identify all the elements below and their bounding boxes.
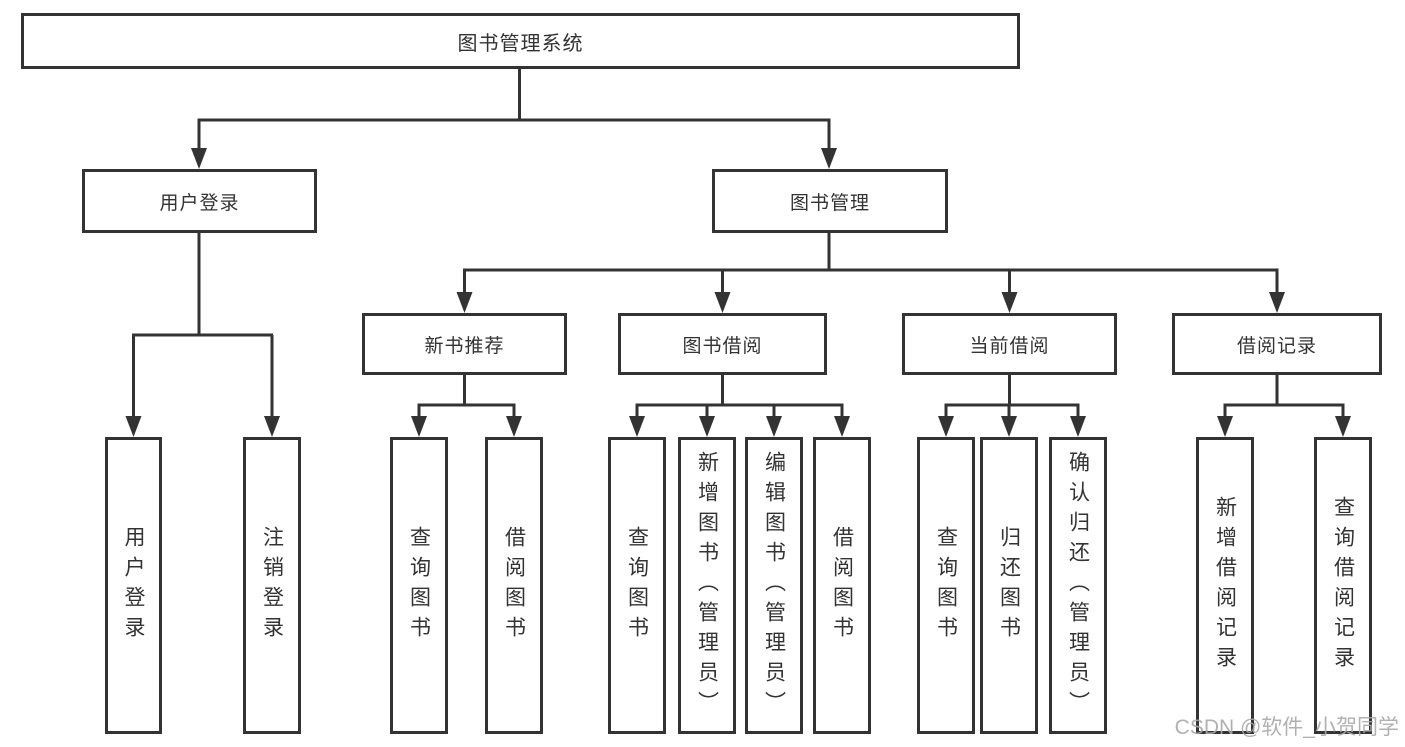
node-book-mgmt-branch: 图书管理 xyxy=(712,169,948,233)
node-book-borrow-label: 图书借阅 xyxy=(682,335,763,357)
leaf-add-borrow-record-label: 新增借阅记录 xyxy=(1213,495,1237,676)
node-book-borrow: 图书借阅 xyxy=(618,313,827,375)
leaf-user-login-label: 用户登录 xyxy=(122,525,145,646)
arrowhead-to-login xyxy=(191,148,207,169)
arrowhead-leaf12 xyxy=(1217,416,1233,437)
node-borrow-records-label: 借阅记录 xyxy=(1236,335,1317,357)
arrowhead-leaf-logout xyxy=(264,416,280,437)
arrowhead-leaf13 xyxy=(1335,416,1351,437)
arrowhead-leaf6 xyxy=(699,416,715,437)
arrowhead-leaf-user-login xyxy=(125,416,142,437)
leaf-query-books-current-label: 查询图书 xyxy=(934,525,958,646)
arrowhead-to-mgmt xyxy=(821,148,837,169)
leaf-confirm-return-admin-label: 确认归还（管理员） xyxy=(1066,450,1090,721)
leaf-edit-book-admin: 编辑图书（管理员） xyxy=(745,437,803,734)
arrowhead-leaf3 xyxy=(411,416,427,437)
leaf-borrow-books-borrow-label: 借阅图书 xyxy=(830,525,854,646)
arrowhead-current xyxy=(1001,292,1018,313)
leaf-add-book-admin-label: 新增图书（管理员） xyxy=(695,450,719,721)
leaf-confirm-return-admin: 确认归还（管理员） xyxy=(1049,437,1107,734)
node-root-label: 图书管理系统 xyxy=(457,32,584,55)
node-borrow-records: 借阅记录 xyxy=(1172,313,1382,375)
leaf-return-books: 归还图书 xyxy=(980,437,1038,734)
node-current-borrow-label: 当前借阅 xyxy=(969,335,1050,357)
arrowhead-leaf10 xyxy=(1001,416,1017,437)
node-new-book-recommend-label: 新书推荐 xyxy=(424,335,505,357)
node-book-mgmt-branch-label: 图书管理 xyxy=(789,192,870,214)
leaf-query-books-borrow-label: 查询图书 xyxy=(625,525,649,646)
leaf-query-borrow-record: 查询借阅记录 xyxy=(1314,437,1372,734)
arrowhead-leaf9 xyxy=(938,416,954,437)
arrowhead-leaf11 xyxy=(1070,416,1086,437)
node-new-book-recommend: 新书推荐 xyxy=(362,313,567,375)
arrowhead-leaf7 xyxy=(766,416,782,437)
node-current-borrow: 当前借阅 xyxy=(902,313,1117,375)
arrowhead-leaf8 xyxy=(834,416,850,437)
leaf-query-books-current: 查询图书 xyxy=(917,437,975,734)
leaf-add-borrow-record: 新增借阅记录 xyxy=(1196,437,1254,734)
leaf-return-books-label: 归还图书 xyxy=(997,525,1021,646)
arrowhead-records xyxy=(1269,292,1285,313)
leaf-logout: 注销登录 xyxy=(243,437,301,734)
leaf-edit-book-admin-label: 编辑图书（管理员） xyxy=(762,450,786,721)
node-root: 图书管理系统 xyxy=(21,13,1020,69)
arrowhead-leaf4 xyxy=(506,416,522,437)
node-user-login-branch: 用户登录 xyxy=(82,169,317,233)
leaf-query-borrow-record-label: 查询借阅记录 xyxy=(1331,495,1355,676)
arrowhead-borrow xyxy=(714,292,731,313)
leaf-borrow-books-recommend: 借阅图书 xyxy=(485,437,543,734)
arrowhead-recommend xyxy=(456,292,473,313)
leaf-query-books-recommend: 查询图书 xyxy=(390,437,448,734)
leaf-borrow-books-recommend-label: 借阅图书 xyxy=(502,525,526,646)
leaf-query-books-borrow: 查询图书 xyxy=(608,437,666,734)
arrowhead-leaf5 xyxy=(629,416,645,437)
leaf-logout-label: 注销登录 xyxy=(260,525,284,646)
leaf-user-login: 用户登录 xyxy=(105,437,162,734)
leaf-add-book-admin: 新增图书（管理员） xyxy=(678,437,736,734)
leaf-query-books-recommend-label: 查询图书 xyxy=(407,525,431,646)
leaf-borrow-books-borrow: 借阅图书 xyxy=(813,437,871,734)
csdn-watermark: CSDN @软件_小贺同学 xyxy=(1174,716,1399,739)
node-user-login-branch-label: 用户登录 xyxy=(159,192,240,214)
